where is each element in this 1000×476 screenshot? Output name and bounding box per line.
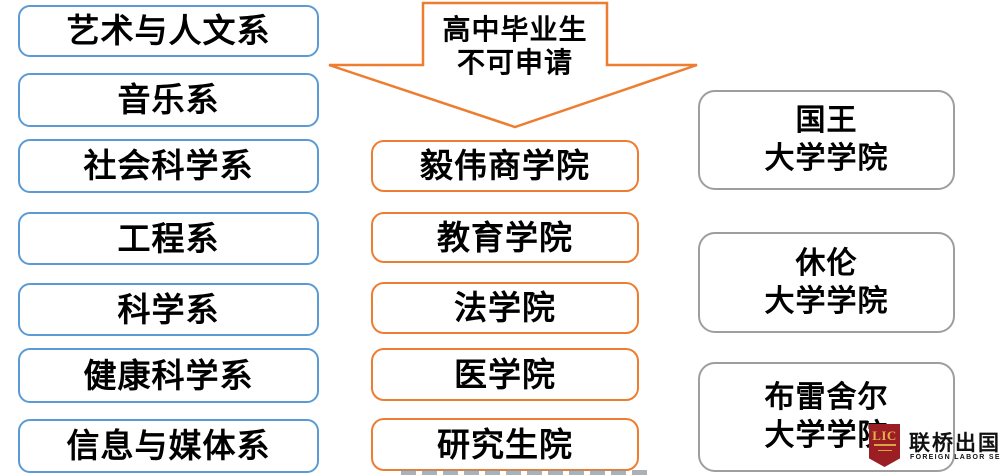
logo-shield-icon: LIC [869, 424, 900, 467]
school-label: 毅伟商学院 [420, 147, 590, 185]
arrow-callout-line2: 不可申请 [456, 47, 573, 78]
logo-tagline: FOREIGN LABOR SERVICE [910, 454, 1000, 461]
school-label: 教育学院 [437, 218, 573, 256]
college-box-brescia: 布雷舍尔 大学学院 [698, 362, 955, 472]
dept-box-info-media: 信息与媒体系 [18, 419, 319, 473]
agency-logo: LIC 联桥出国 FOREIGN LABOR SERVICE [869, 424, 1000, 472]
school-label: 法学院 [454, 289, 556, 327]
dept-label: 艺术与人文系 [66, 12, 271, 50]
dept-label: 工程系 [117, 219, 220, 257]
dept-box-social-science: 社会科学系 [18, 139, 319, 193]
school-label: 医学院 [454, 355, 556, 393]
arrow-callout-line1: 高中毕业生 [442, 14, 588, 45]
college-label-line2: 大学学院 [764, 419, 889, 452]
dept-box-music: 音乐系 [18, 73, 319, 127]
college-label-line2: 大学学院 [764, 284, 889, 318]
college-label-line1: 布雷舍尔 [764, 381, 889, 414]
college-label-line2: 大学学院 [764, 142, 889, 175]
school-box-law: 法学院 [371, 282, 639, 334]
school-box-ivey-business: 毅伟商学院 [371, 140, 639, 192]
school-box-graduate: 研究生院 [371, 418, 639, 471]
school-label: 研究生院 [437, 425, 573, 463]
logo-name: 联桥出国 [909, 432, 1000, 455]
dept-label: 音乐系 [117, 81, 220, 119]
clipped-watermark-text [401, 470, 649, 475]
dept-label: 科学系 [117, 290, 220, 328]
dept-box-arts-humanities: 艺术与人文系 [18, 5, 319, 57]
logo-gold-mark [877, 450, 892, 451]
college-label-line1: 休伦 [795, 246, 858, 280]
logo-badge-text: LIC [872, 428, 897, 443]
dept-label: 健康科学系 [83, 356, 254, 394]
logo-gold-rule [873, 444, 896, 446]
college-box-huron: 休伦 大学学院 [698, 232, 955, 333]
dept-box-health-science: 健康科学系 [18, 348, 319, 403]
dept-label: 信息与媒体系 [66, 427, 271, 465]
college-box-kings: 国王 大学学院 [698, 90, 955, 190]
arrow-callout-text: 高中毕业生 不可申请 [423, 13, 607, 79]
dept-label: 社会科学系 [83, 147, 254, 185]
dept-box-engineering: 工程系 [18, 212, 319, 265]
college-label-line1: 国王 [795, 104, 858, 137]
school-box-medicine: 医学院 [371, 348, 639, 401]
dept-box-science: 科学系 [18, 283, 319, 336]
school-box-education: 教育学院 [371, 212, 639, 263]
down-arrow-shape [328, 1, 698, 129]
